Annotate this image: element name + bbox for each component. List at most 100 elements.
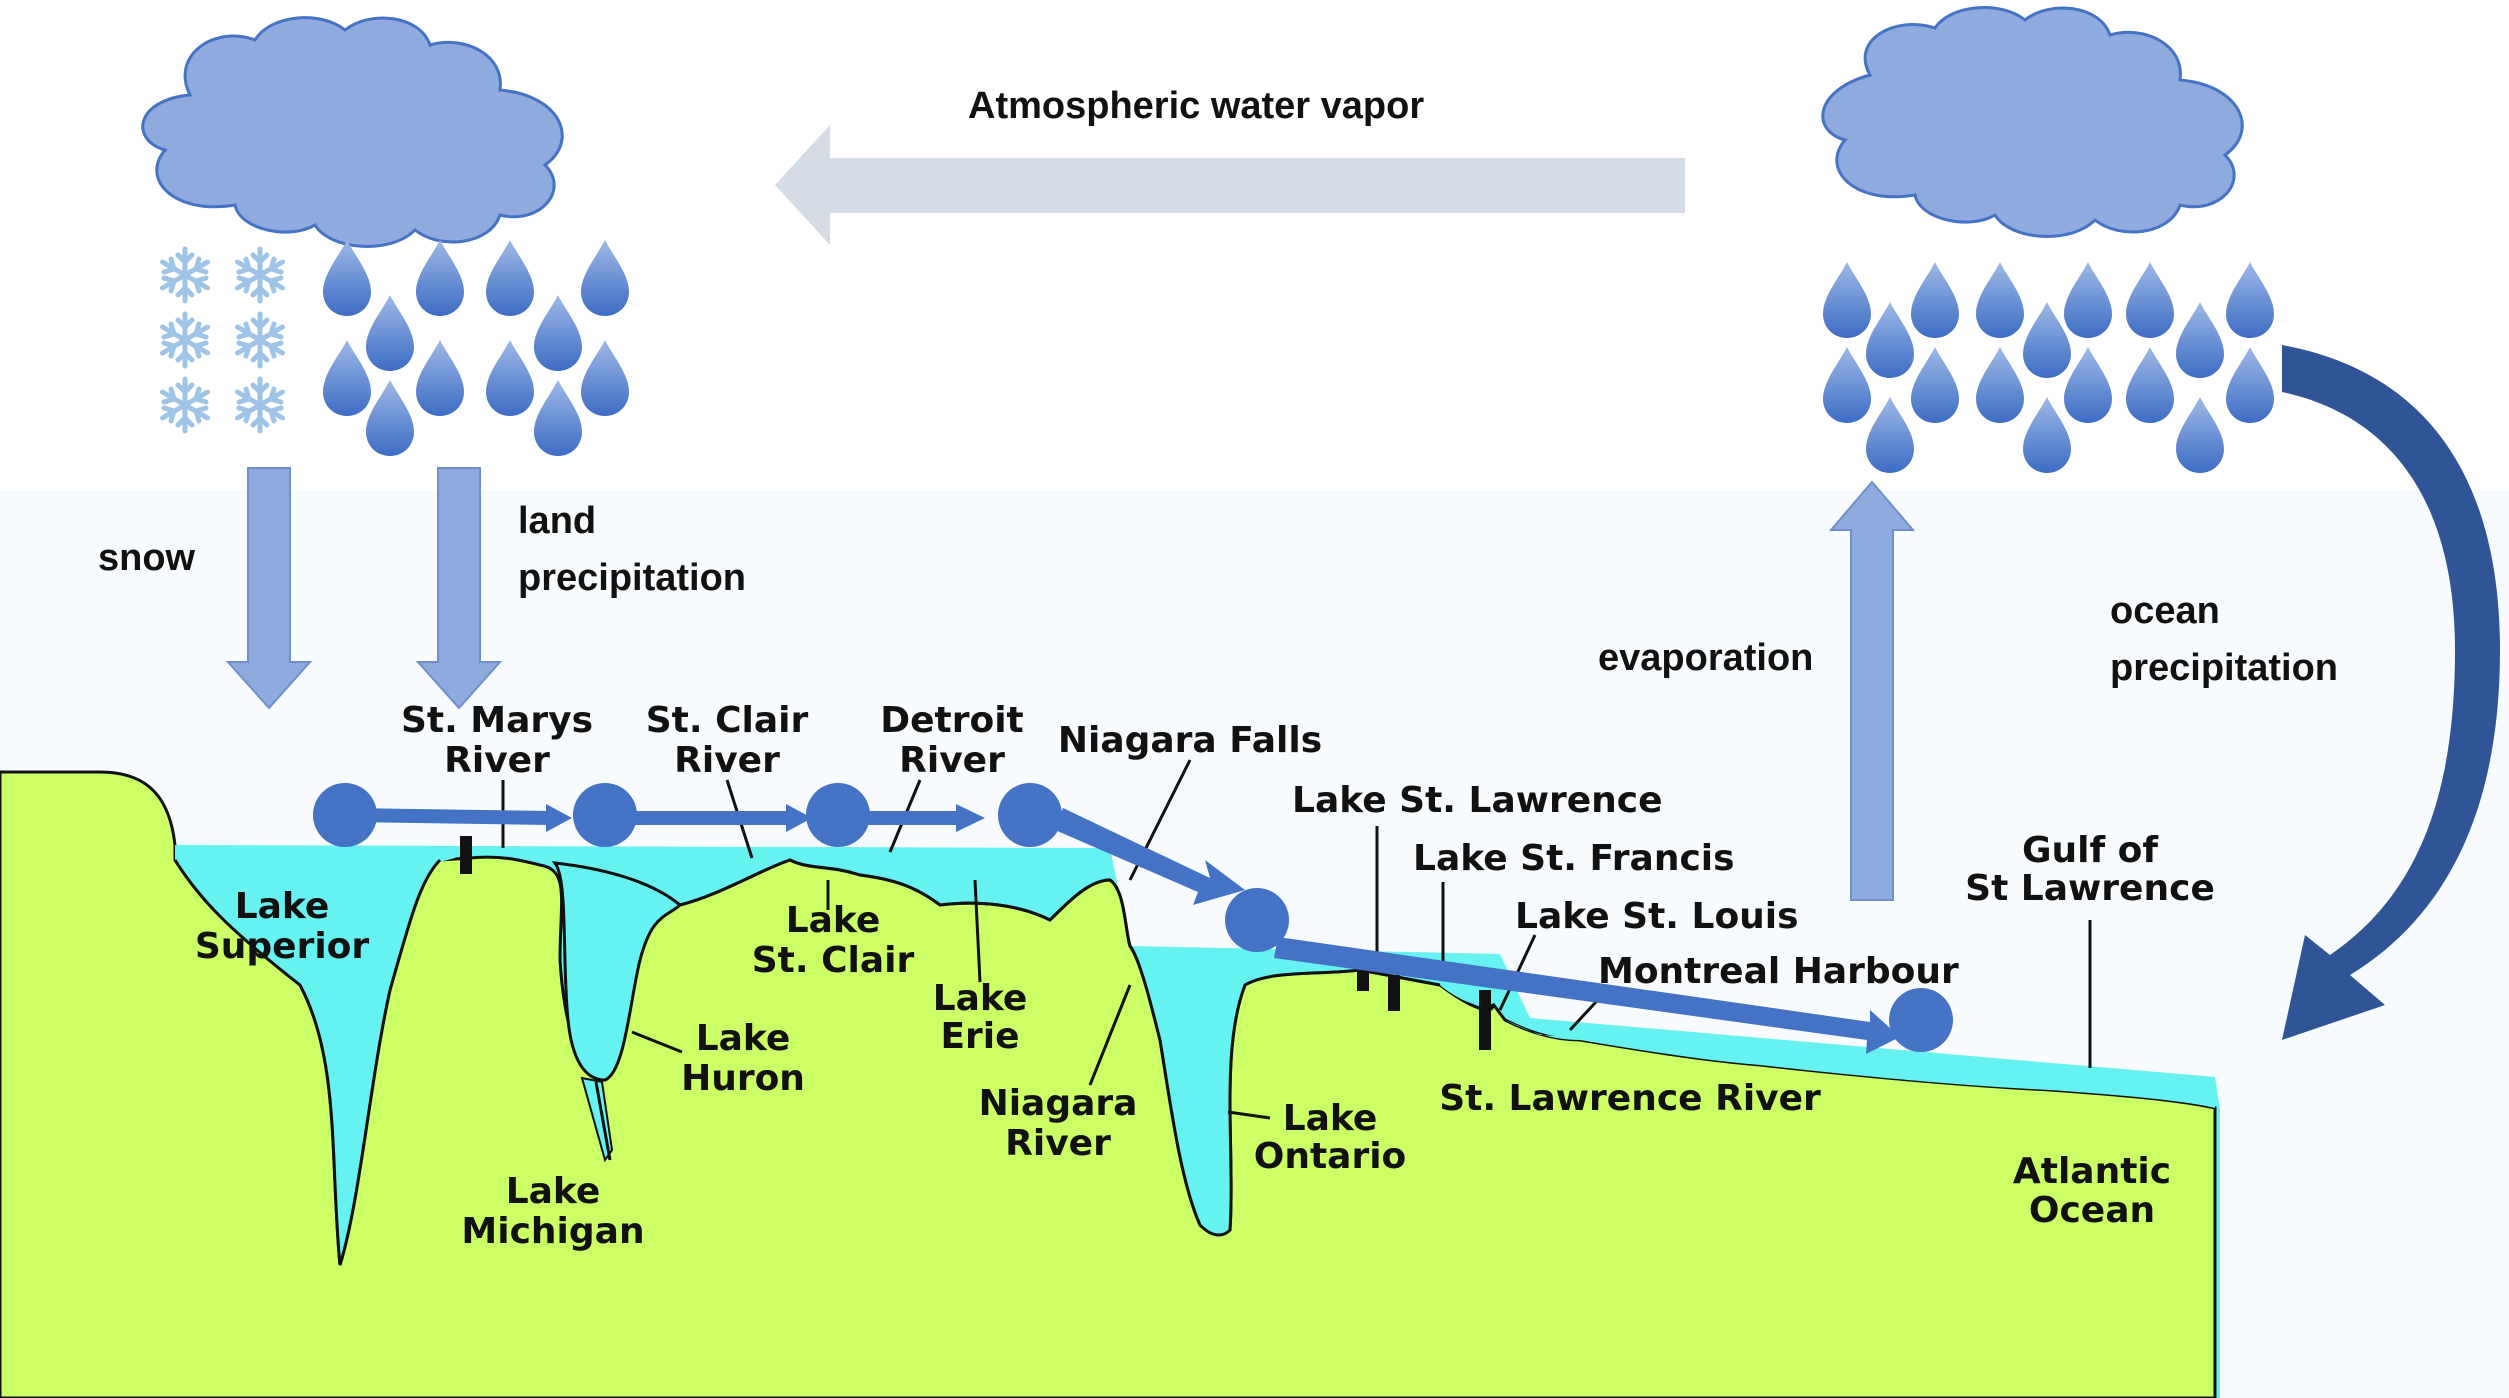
label-niagara-falls: Niagara Falls [1058, 720, 1322, 761]
evaporation-arrow [1828, 480, 1916, 901]
label-st-clair-river-2: River [674, 740, 780, 781]
node-lake-st-clair [806, 783, 870, 847]
map-labels: St. Marys River St. Clair River Detroit … [195, 700, 2215, 1252]
flow-nodes [313, 783, 1953, 1052]
snowflake-icon [163, 249, 208, 301]
snowflake-icons [163, 249, 283, 431]
label-erie-1: Lake [933, 978, 1028, 1019]
cloud-icon [141, 16, 564, 248]
label-lake-st-louis: Lake St. Louis [1515, 896, 1799, 937]
label-lake-st-francis: Lake St. Francis [1413, 838, 1735, 879]
raindrop-icon [1866, 302, 1914, 378]
label-atlantic-1: Atlantic [2013, 1151, 2171, 1192]
snow-label: snow [98, 537, 196, 579]
raindrop-icon [534, 295, 582, 371]
raindrop-icon [366, 295, 414, 371]
label-st-lawrence-river: St. Lawrence River [1439, 1078, 1821, 1119]
node-lake-erie [998, 783, 1062, 847]
raindrop-icon [416, 340, 464, 416]
lake-superior-outline [173, 858, 442, 1266]
label-atlantic-2: Ocean [2029, 1190, 2155, 1231]
label-michigan-1: Lake [506, 1171, 601, 1212]
raindrop-icon [2226, 262, 2274, 338]
raindrop-icon [366, 380, 414, 456]
raindrop-icons-ocean [1823, 262, 2274, 473]
node-lake-huron [573, 783, 637, 847]
ocean-precipitation-label-2: precipitation [2110, 647, 2338, 689]
evaporation-label: evaporation [1598, 637, 1813, 679]
raindrop-icon [2176, 302, 2224, 378]
raindrop-icon [2176, 397, 2224, 473]
label-superior-2: Superior [195, 926, 370, 967]
raindrop-icon [2064, 347, 2112, 423]
land-precipitation-arrow [415, 467, 503, 710]
raindrop-icon [2126, 347, 2174, 423]
cycle-labels: Atmospheric water vapor snow land precip… [98, 85, 2338, 689]
ocean-precipitation-arrow [2282, 345, 2500, 1040]
label-gulf-2: St Lawrence [1965, 868, 2215, 909]
label-huron-2: Huron [681, 1058, 805, 1099]
node-lake-ontario [1225, 888, 1289, 952]
raindrop-icons-land [323, 240, 629, 456]
raindrop-icon [1866, 397, 1914, 473]
snowflake-icon [238, 379, 283, 431]
label-st-marys-2: River [444, 740, 550, 781]
vapor-label: Atmospheric water vapor [968, 85, 1424, 127]
lake-huron-basin [551, 861, 683, 1082]
land-precipitation-label-1: land [518, 500, 596, 542]
node-lake-superior [313, 783, 377, 847]
raindrop-icon [323, 340, 371, 416]
label-huron-1: Lake [696, 1018, 791, 1059]
ocean-precipitation-label-1: ocean [2110, 590, 2220, 632]
raindrop-icon [2064, 262, 2112, 338]
raindrop-icon [1976, 347, 2024, 423]
label-st-clair-river-1: St. Clair [646, 700, 809, 741]
label-erie-2: Erie [940, 1016, 1019, 1057]
raindrop-icon [2226, 347, 2274, 423]
lake-michigan-basin [580, 1076, 614, 1163]
label-detroit-1: Detroit [880, 700, 1024, 741]
raindrop-icon [1823, 347, 1871, 423]
raindrop-icon [1911, 262, 1959, 338]
label-ontario-1: Lake [1283, 1098, 1378, 1139]
snow-arrow [225, 467, 313, 710]
raindrop-icon [1823, 262, 1871, 338]
raindrop-icon [534, 380, 582, 456]
label-gulf-1: Gulf of [2022, 830, 2158, 871]
flow-path [313, 783, 1953, 1054]
snowflake-icon [238, 249, 283, 301]
label-niagara-river-1: Niagara [979, 1083, 1138, 1124]
raindrop-icon [581, 340, 629, 416]
label-lake-st-lawrence: Lake St. Lawrence [1292, 780, 1663, 821]
snowflake-icon [163, 379, 208, 431]
label-lake-st-clair-2: St. Clair [752, 940, 915, 981]
lake-surfaces [175, 845, 2215, 1265]
label-michigan-2: Michigan [461, 1211, 644, 1252]
raindrop-icon [1976, 262, 2024, 338]
raindrop-icon [486, 240, 534, 316]
cloud-icon-ocean [1821, 6, 2244, 238]
label-superior-1: Lake [235, 886, 330, 927]
raindrop-icon [2126, 262, 2174, 338]
node-montreal [1889, 988, 1953, 1052]
raindrop-icon [486, 340, 534, 416]
label-ontario-2: Ontario [1254, 1136, 1407, 1177]
label-niagara-river-2: River [1005, 1123, 1111, 1164]
vapor-arrow [775, 125, 1685, 245]
lake-ontario-outline [1128, 945, 1441, 1237]
land-precipitation-label-2: precipitation [518, 557, 746, 599]
shore-outline [679, 858, 1132, 947]
snowflake-icon [163, 314, 208, 366]
raindrop-icon [2023, 397, 2071, 473]
raindrop-icon [416, 240, 464, 316]
snowflake-icon [238, 314, 283, 366]
raindrop-icon [1911, 347, 1959, 423]
raindrop-icon [581, 240, 629, 316]
raindrop-icon [323, 240, 371, 316]
raindrop-icon [2023, 302, 2071, 378]
label-detroit-2: River [899, 740, 1005, 781]
label-st-marys-1: St. Marys [401, 700, 593, 741]
label-lake-st-clair-1: Lake [786, 900, 881, 941]
